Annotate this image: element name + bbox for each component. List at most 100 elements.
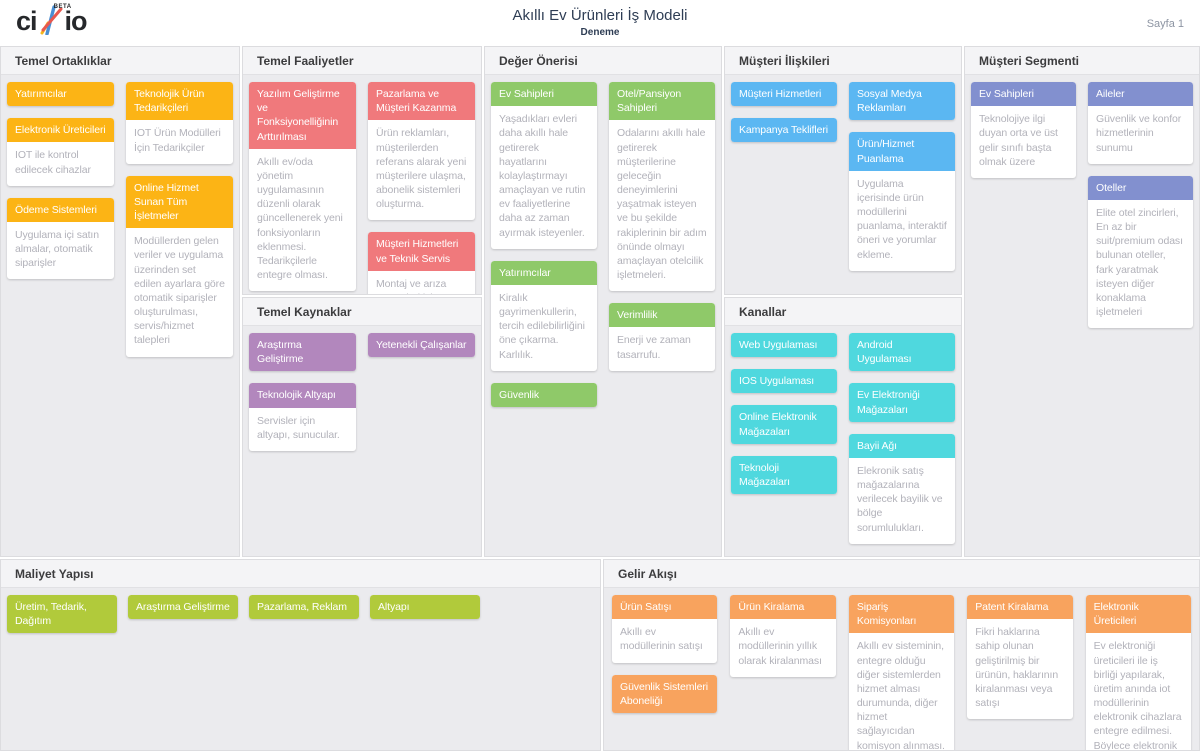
section-header: Temel Kaynaklar [243, 298, 481, 326]
card-body: IOT ile kontrol edilecek cihazlar [15, 149, 91, 176]
card-body: Uygulama içerisinde ürün modüllerini pua… [857, 177, 947, 261]
card-title: Pazarlama ve Müşteri Kazanma [368, 82, 475, 121]
canvas-card[interactable]: Altyapı [370, 595, 480, 620]
canvas-card[interactable]: Sosyal Medya Reklamları [849, 82, 955, 121]
section-title: Temel Faaliyetler [257, 53, 354, 68]
canvas-card[interactable]: Araştırma Geliştirme [128, 595, 238, 620]
card-title: Araştırma Geliştirme [249, 333, 356, 372]
section-header: Müşteri Segmenti [965, 47, 1199, 75]
card-body: Akıllı ev modüllerinin yıllık olarak kir… [738, 626, 822, 667]
section-title: Değer Önerisi [499, 53, 578, 68]
canvas-card[interactable]: Yazılım Geliştirme ve Fonksiyonelliğinin… [249, 82, 356, 292]
card-column: Altyapı [370, 595, 480, 620]
card-title: Ürün/Hizmet Puanlama [849, 132, 955, 171]
card-title: Ürün Kiralama [730, 595, 836, 620]
section-title: Müşteri İlişkileri [739, 53, 830, 68]
canvas-card[interactable]: Güvenlik [491, 382, 597, 407]
card-body: Elekronik satış mağazalarına verilecek b… [857, 464, 943, 534]
canvas-card[interactable]: Güvenlik Sistemleri Aboneliği [612, 674, 718, 713]
card-title: Ürün Satışı [612, 595, 718, 620]
card-body: Modüllerden gelen veriler ve uygulama üz… [134, 235, 225, 347]
card-title: Android Uygulaması [849, 333, 955, 372]
section-title: Müşteri Segmenti [979, 53, 1080, 68]
card-title: Teknolojik Altyapı [249, 383, 356, 408]
card-column: Pazarlama, Reklam [249, 595, 359, 620]
card-title: Ev Sahipleri [491, 82, 597, 107]
canvas-card[interactable]: Yetenekli Çalışanlar [368, 333, 475, 358]
logo-text-prefix: ci [16, 6, 38, 36]
section-key-activities: Temel Faaliyetler Yazılım Geliştirme ve … [242, 46, 482, 295]
logo-text-suffix: io [64, 6, 88, 36]
top-bar: ci BETA io Akıllı Ev Ürünleri İş Modeli … [0, 0, 1200, 46]
card-title: Oteller [1088, 175, 1193, 200]
canvas-card[interactable]: Web Uygulaması [731, 333, 837, 358]
canvas-card[interactable]: Kampanya Teklifleri [731, 118, 837, 143]
card-title: Otel/Pansiyon Sahipleri [609, 82, 715, 121]
logo-mark-icon: BETA [38, 4, 71, 36]
card-column: Yetenekli Çalışanlar [368, 333, 475, 358]
card-body: Odalarını akıllı hale getirerek müşteril… [617, 127, 707, 282]
card-title: Yatırımcılar [491, 260, 597, 285]
canvas-subtitle: Deneme [580, 27, 620, 38]
card-column: Yazılım Geliştirme ve Fonksiyonelliğinin… [249, 82, 356, 294]
section-title: Temel Ortaklıklar [15, 53, 112, 68]
canvas-card[interactable]: Müşteri Hizmetleri [731, 82, 837, 107]
app-logo[interactable]: ci BETA io [16, 4, 88, 36]
canvas-card[interactable]: Yatırımcılar [7, 82, 114, 107]
canvas-card[interactable]: Online Elektronik Mağazaları [731, 405, 837, 444]
canvas-card[interactable]: IOS Uygulaması [731, 369, 837, 394]
section-title: Maliyet Yapısı [15, 566, 94, 581]
card-title: Teknolojik Ürün Tedarikçileri [126, 82, 233, 121]
canvas-card[interactable]: Pazarlama, Reklam [249, 595, 359, 620]
section-header: Kanallar [725, 298, 961, 326]
card-body: Montaj ve arıza çözümleri için teknik se… [376, 277, 447, 294]
card-title: Yetenekli Çalışanlar [368, 333, 475, 358]
canvas-card[interactable]: Ev Elektroniği Mağazaları [849, 383, 955, 422]
card-title: Sosyal Medya Reklamları [849, 82, 955, 121]
card-body: IOT Ürün Modülleri İçin Tedarikçiler [134, 127, 221, 154]
card-title: Altyapı [370, 595, 480, 620]
canvas-card[interactable]: Android Uygulaması [849, 333, 955, 372]
canvas-card[interactable]: Araştırma Geliştirme [249, 333, 356, 372]
canvas-card[interactable]: Teknoloji Mağazaları [731, 455, 837, 495]
card-title: Bayii Ağı [849, 433, 955, 458]
card-title: Kampanya Teklifleri [731, 118, 837, 143]
card-body: Kiralık gayrimenkullerin, tercih edilebi… [499, 291, 585, 361]
canvas-card[interactable]: Üretim, Tedarik, Dağıtım [7, 595, 117, 634]
